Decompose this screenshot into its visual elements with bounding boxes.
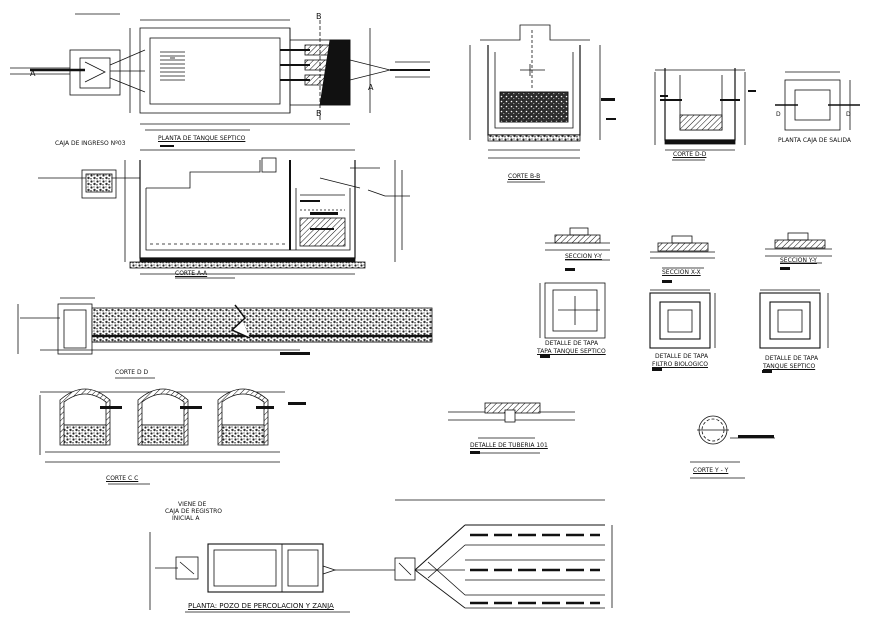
label-cover-detail-3: DETALLE DE TAPA: [765, 355, 819, 362]
label-biofilter: FILTRO BIOLOGICO: [652, 361, 708, 368]
label-outlet-box-plan: PLANTA CAJA DE SALIDA: [778, 137, 851, 144]
cover-detail-septic-tank-1: [539, 282, 606, 339]
outlet-box-section-dd: [654, 68, 746, 161]
cover-detail-septic-tank-2: [759, 289, 829, 349]
label-section-xx: SECCION X-X: [662, 269, 701, 276]
septic-tank-section-aa: [38, 149, 410, 279]
cover-detail-biofilter: [649, 289, 716, 349]
cover-section-yy-1: [545, 227, 610, 261]
trench-section-dd: [17, 297, 433, 379]
trench-section-cc: [39, 388, 285, 485]
label-inlet-box: CAJA DE INGRESO Nº03: [55, 140, 126, 147]
label-pipe-detail: DETALLE DE TUBERIA 101: [470, 442, 548, 449]
section-mark-a-left: A: [30, 69, 36, 78]
septic-tank-plan: [10, 13, 430, 131]
label-section-cc: CORTE C C: [106, 475, 139, 482]
label-cover-septic-tank: TAPA TANQUE SEPTICO: [537, 348, 606, 355]
label-septic-tank-plan: PLANTA DE TANQUE SEPTICO: [158, 135, 246, 142]
label-section-dd-box: CORTE D-D: [673, 151, 707, 158]
label-comes-from-2: CAJA DE REGISTRO: [165, 508, 223, 515]
label-comes-from-3: INICIAL A: [172, 515, 200, 522]
label-section-yy-1: SECCION Y-Y: [565, 253, 602, 260]
pipe-detail: [448, 402, 575, 454]
label-section-yy-2: SECCION Y-Y: [780, 257, 817, 264]
label-comes-from-1: VIENE DE: [178, 501, 207, 508]
cover-section-yy-2: [765, 232, 832, 264]
section-mark-b-top: B: [316, 12, 322, 21]
label-section-bb: CORTE B-B: [508, 173, 541, 180]
label-septic-tank: TANQUE SEPTICO: [763, 363, 816, 370]
inlet-hatching: [160, 51, 185, 81]
label-section-yy-pipe: CORTE Y - Y: [693, 467, 729, 474]
septic-tank-section-bb: [469, 24, 601, 183]
outlet-box-plan: [775, 71, 860, 131]
section-mark-a-right: A: [368, 83, 374, 92]
label-cover-detail-1: DETALLE DE TAPA: [545, 340, 599, 347]
label-section-dd-trench: CORTE D D: [115, 369, 149, 376]
section-mark-b-bottom: B: [316, 109, 322, 118]
label-section-aa: CORTE A-A: [175, 270, 208, 277]
cover-section-xx: [650, 235, 715, 269]
label-percolation-plan: PLANTA: POZO DE PERCOLACION Y ZANJA: [188, 602, 334, 610]
section-mark-d-right: D: [846, 111, 851, 118]
percolation-trench-plan: [149, 499, 613, 613]
label-cover-detail-2: DETALLE DE TAPA: [655, 353, 709, 360]
section-mark-d-left: D: [776, 111, 781, 118]
annotation-tags: [100, 90, 790, 454]
